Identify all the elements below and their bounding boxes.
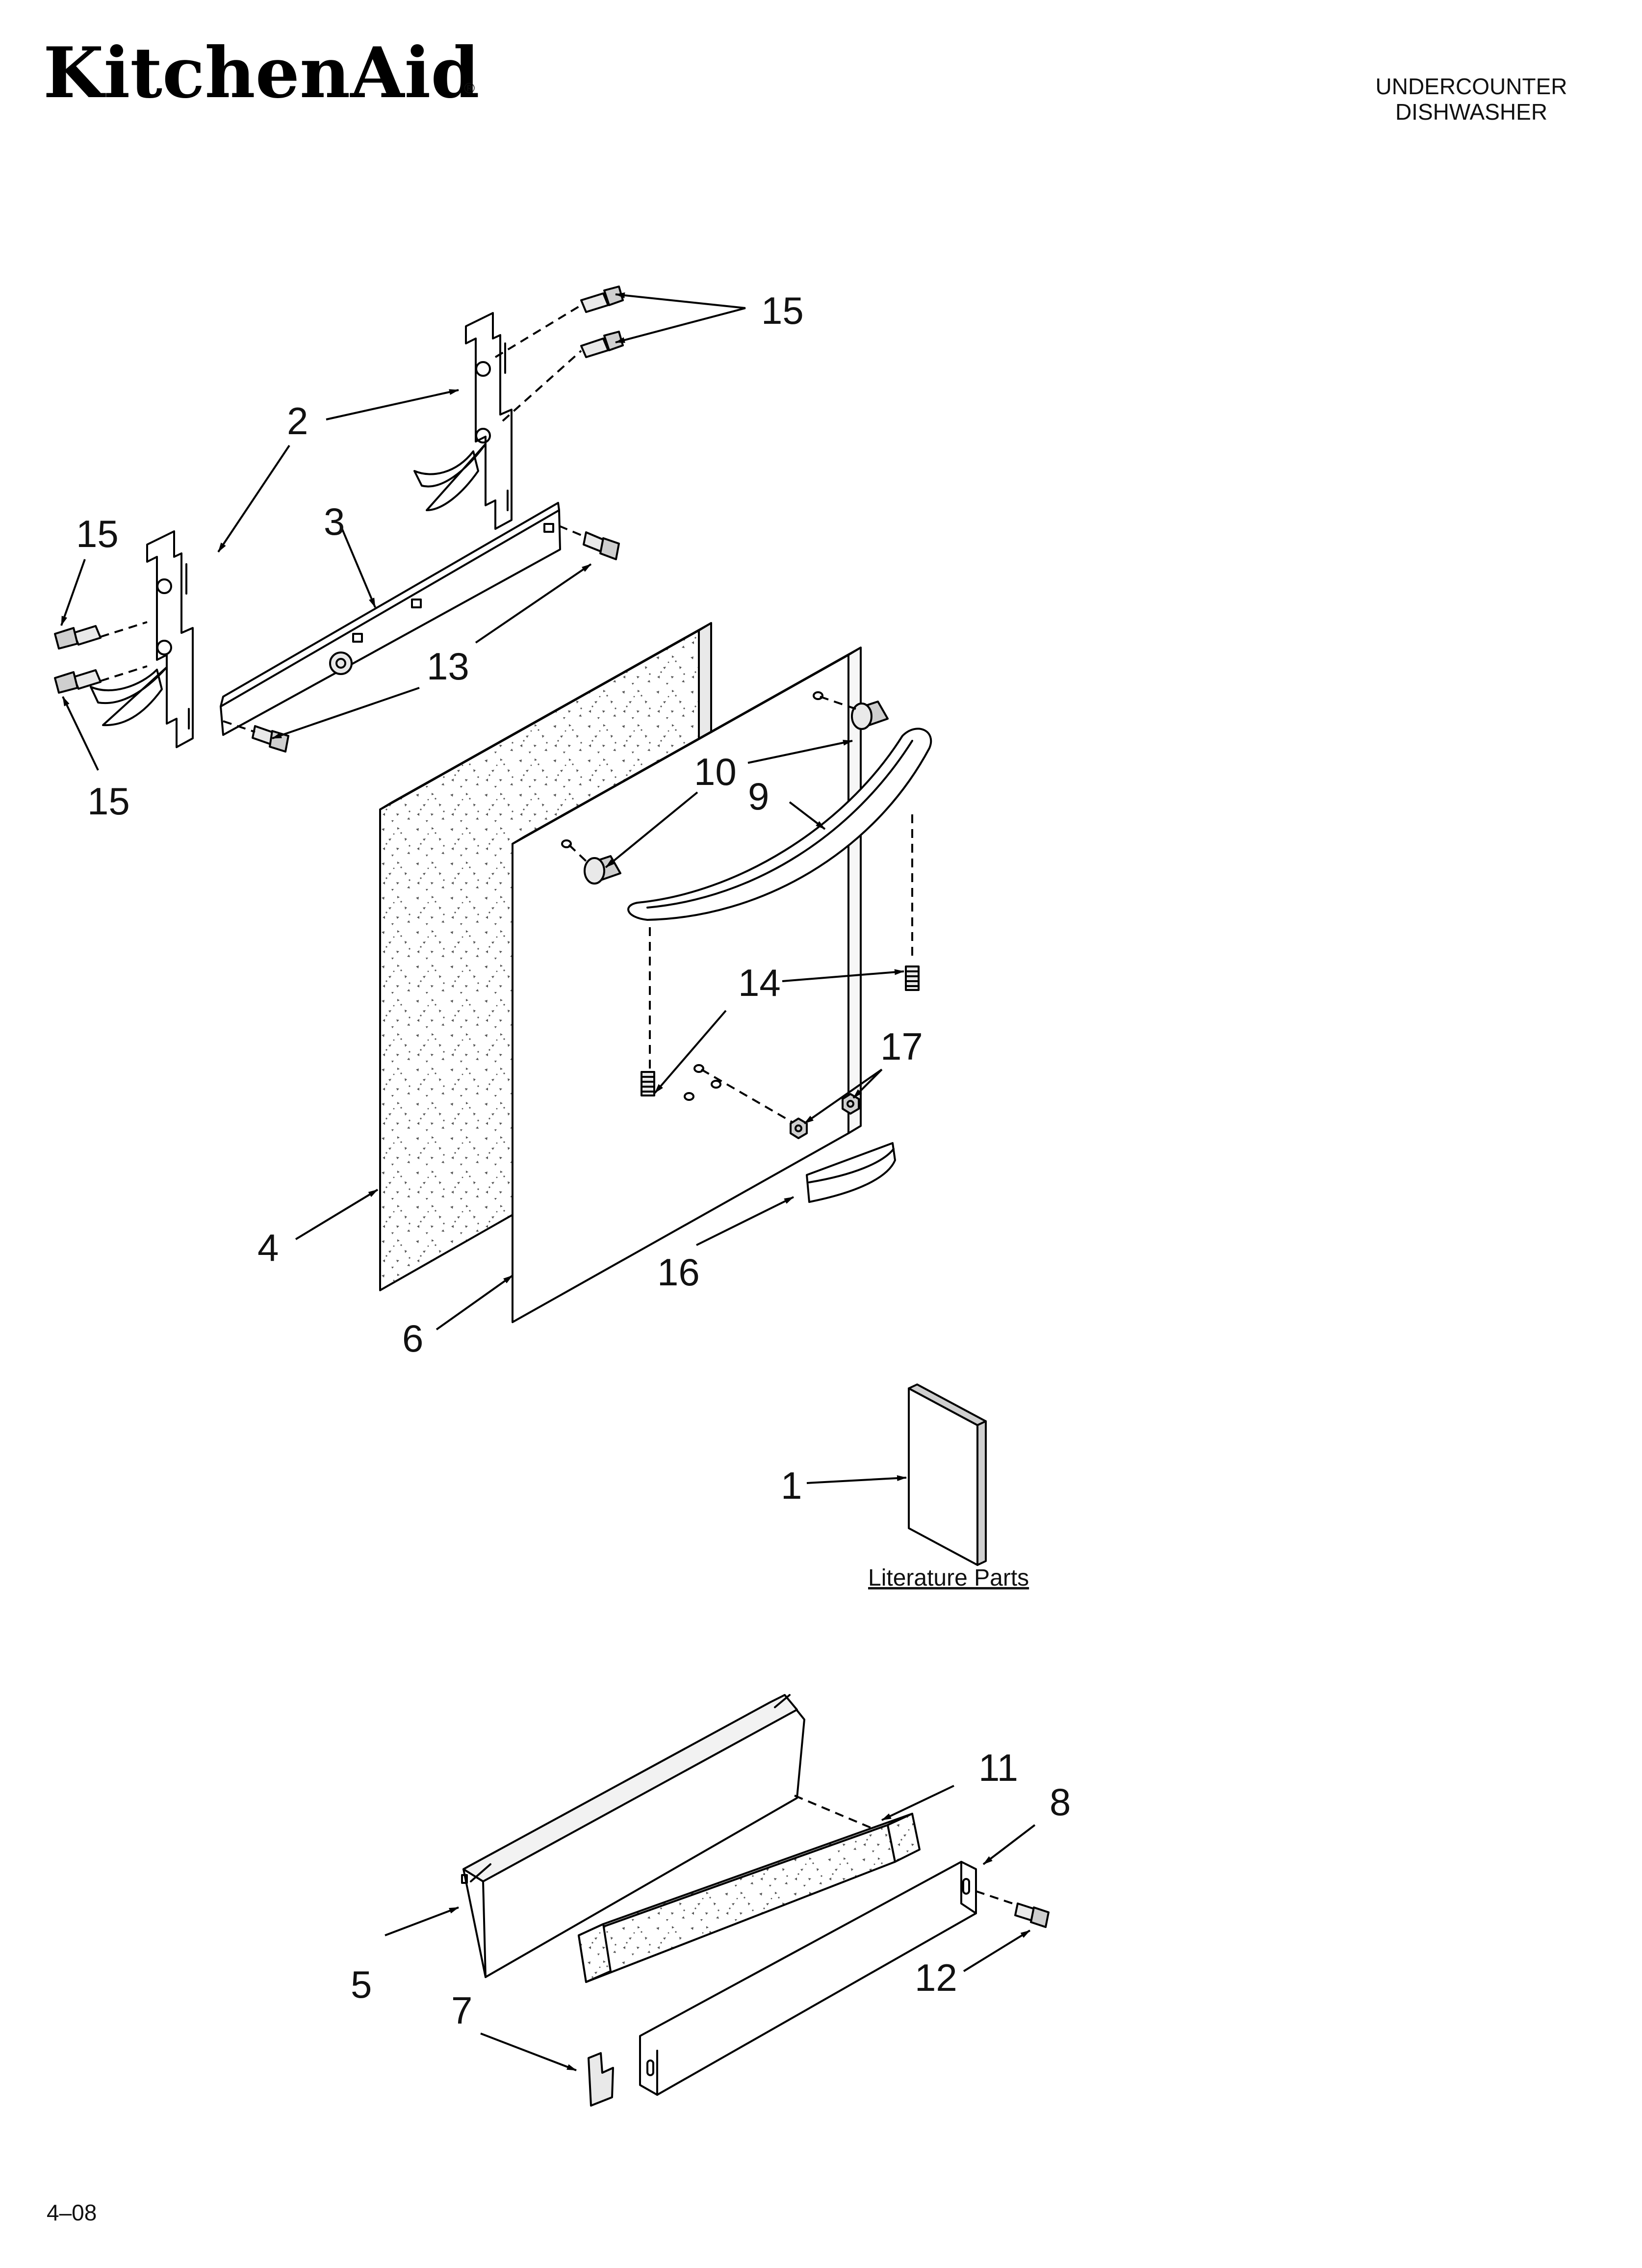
header-title-line2: DISHWASHER bbox=[1395, 99, 1547, 125]
callout-7: 7 bbox=[451, 1989, 472, 2032]
callout-15: 15 bbox=[76, 512, 119, 555]
stud bbox=[905, 965, 920, 991]
callout-9: 9 bbox=[748, 775, 769, 818]
screw bbox=[580, 331, 624, 358]
footer-code: 4–08 bbox=[47, 2200, 97, 2225]
leader-lines bbox=[60, 292, 1036, 2071]
screw bbox=[580, 286, 624, 313]
callout-3: 3 bbox=[324, 500, 345, 543]
screw bbox=[1014, 1903, 1050, 1928]
literature-booklet bbox=[908, 1383, 987, 1566]
screw bbox=[54, 669, 102, 694]
callout-15: 15 bbox=[87, 780, 130, 823]
nut bbox=[790, 1118, 808, 1139]
screw bbox=[54, 625, 102, 650]
registered-mark: ® bbox=[464, 80, 475, 97]
callout-16: 16 bbox=[657, 1251, 700, 1294]
callout-5: 5 bbox=[351, 1963, 372, 2006]
callout-15: 15 bbox=[761, 289, 804, 332]
toe-panel bbox=[461, 1694, 805, 1978]
callout-17: 17 bbox=[880, 1025, 923, 1068]
callout-6: 6 bbox=[402, 1317, 423, 1360]
callout-11: 11 bbox=[978, 1746, 1018, 1789]
kitchenaid-logo: KitchenAid bbox=[43, 32, 480, 114]
insulation-block bbox=[578, 1813, 921, 1983]
callout-2: 2 bbox=[287, 399, 308, 443]
kick-plate bbox=[639, 1861, 977, 2096]
end-clip bbox=[588, 2052, 614, 2107]
callout-14: 14 bbox=[738, 961, 781, 1004]
callout-8: 8 bbox=[1050, 1780, 1071, 1824]
screw bbox=[583, 531, 620, 560]
stud bbox=[641, 1071, 655, 1096]
callout-10: 10 bbox=[694, 750, 737, 793]
door-handle bbox=[627, 728, 932, 921]
screw bbox=[252, 725, 289, 753]
mounting-rail bbox=[220, 502, 561, 736]
outer-door-panel bbox=[512, 647, 862, 1323]
badge bbox=[806, 1142, 896, 1203]
handle-end-cap bbox=[851, 701, 889, 730]
left-mounting-bracket bbox=[90, 530, 194, 748]
callout-4: 4 bbox=[257, 1226, 279, 1269]
literature-parts-caption: Literature Parts bbox=[868, 1565, 1029, 1591]
right-mounting-bracket bbox=[413, 312, 513, 530]
nut bbox=[842, 1093, 860, 1115]
callout-1: 1 bbox=[781, 1464, 802, 1507]
header-title-line1: UNDERCOUNTER bbox=[1376, 74, 1567, 99]
callout-12: 12 bbox=[915, 1956, 957, 1999]
callout-13: 13 bbox=[427, 645, 469, 688]
